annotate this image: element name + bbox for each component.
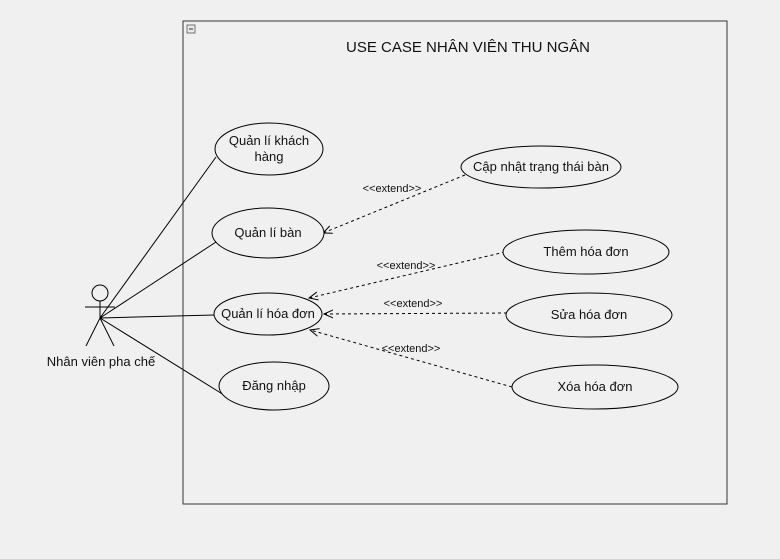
system-boundary [182, 20, 728, 505]
usecase-label: Xóa hóa đơn [557, 379, 632, 394]
extend-label-sua: <<extend>> [384, 298, 443, 310]
usecase-quan-li-hoa-don[interactable]: Quản lí hóa đơn [213, 292, 323, 336]
usecase-label: Đăng nhập [242, 378, 306, 393]
usecase-cap-nhat-trang-thai-ban[interactable]: Cập nhật trạng thái bàn [460, 145, 622, 189]
extend-label-cap-nhat: <<extend>> [363, 183, 422, 195]
association-dang-nhap [99, 317, 225, 396]
usecase-label: Thêm hóa đơn [543, 244, 628, 259]
usecase-label: Quản lí khách [229, 133, 309, 148]
extend-cap-nhat-to-quan-li-ban [323, 174, 466, 233]
usecase-quan-li-khach-hang[interactable]: Quản lí khách hàng [214, 122, 324, 176]
extend-label-xoa: <<extend>> [382, 343, 441, 355]
usecase-label: Quản lí hóa đơn [221, 306, 315, 321]
stick-figure-actor-icon[interactable] [85, 284, 115, 347]
association-quan-li-khach-hang [99, 156, 217, 319]
usecase-sua-hoa-don[interactable]: Sửa hóa đơn [505, 292, 673, 338]
extend-label-them: <<extend>> [377, 260, 436, 272]
usecase-label: Sửa hóa đơn [551, 307, 628, 322]
usecase-label: hàng [255, 149, 284, 164]
usecase-label: Quản lí bàn [234, 225, 301, 240]
extend-relationships [309, 174, 513, 388]
association-quan-li-hoa-don [99, 314, 215, 319]
usecase-label: Cập nhật trạng thái bàn [473, 159, 609, 174]
usecase-dang-nhap[interactable]: Đăng nhập [218, 361, 330, 411]
extend-xoa-to-quan-li-hoa-don [310, 330, 513, 388]
associations [99, 156, 225, 396]
association-quan-li-ban [99, 241, 217, 319]
usecase-xoa-hoa-don[interactable]: Xóa hóa đơn [511, 364, 679, 410]
usecase-them-hoa-don[interactable]: Thêm hóa đơn [502, 229, 670, 275]
extend-them-to-quan-li-hoa-don [309, 251, 506, 298]
system-title: USE CASE NHÂN VIÊN THU NGÂN [346, 39, 590, 56]
actor-name: Nhân viên pha chế [47, 354, 156, 369]
extend-sua-to-quan-li-hoa-don [324, 313, 508, 314]
usecase-quan-li-ban[interactable]: Quản lí bàn [211, 207, 325, 259]
